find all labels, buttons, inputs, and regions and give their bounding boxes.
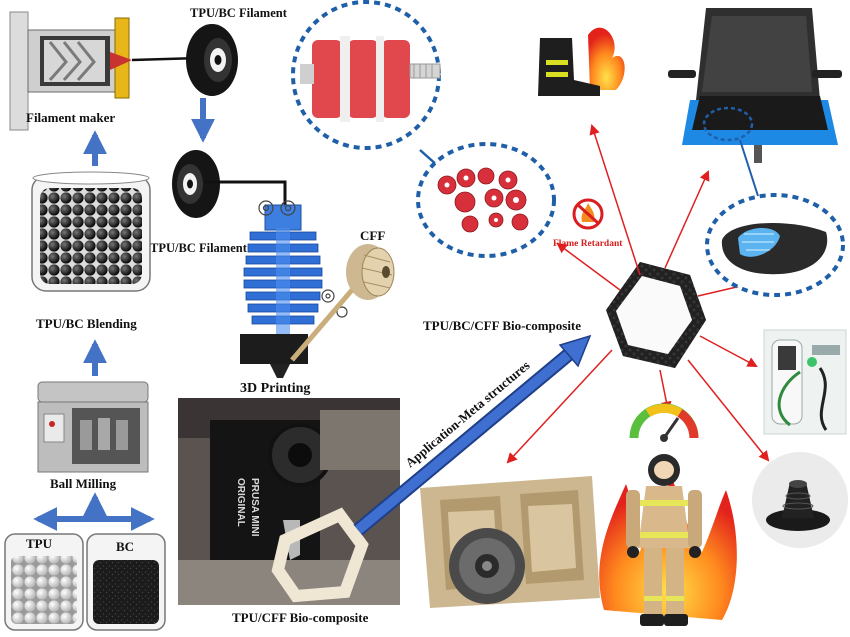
bc-jar-icon xyxy=(86,533,166,631)
printer-model-label: PRUSA MINI xyxy=(249,478,260,537)
zoom-connector xyxy=(739,139,759,197)
ev-charger-icon xyxy=(763,329,847,435)
flame-retardant-label: Flame Retardant xyxy=(553,239,623,249)
printer-photo: ORIGINAL PRUSA MINI xyxy=(178,398,400,605)
split-arrow xyxy=(33,492,155,531)
filament-spool-icon xyxy=(186,24,238,96)
tpu-label: TPU xyxy=(26,536,53,551)
firefighter-icon xyxy=(599,454,737,626)
3d-printing-label: 3D Printing xyxy=(240,381,310,396)
application-links xyxy=(506,124,770,464)
tpu-bc-filament-mid-label: TPU/BC Filament xyxy=(150,241,248,255)
fire-boot-icon xyxy=(538,27,625,96)
hotend-nozzle-icon xyxy=(240,204,323,378)
filament-spool-icon xyxy=(172,150,287,218)
application-arrow xyxy=(353,334,592,536)
gear-icon xyxy=(258,200,348,318)
filament-extruder-icon xyxy=(9,11,201,131)
printer-brand-label: ORIGINAL xyxy=(235,478,246,527)
gel-cushion-icon xyxy=(705,193,845,297)
bc-label: BC xyxy=(116,539,134,554)
tpu-cff-biocomposite-label: TPU/CFF Bio-composite xyxy=(232,610,369,625)
rubber-boot-seal-icon xyxy=(752,452,848,548)
application-meta-label: Application-Meta structures xyxy=(402,358,532,471)
clutch-plate-icon xyxy=(420,476,600,608)
cff-label: CFF xyxy=(360,228,385,243)
ball-mill-icon xyxy=(37,381,149,473)
tpu-bc-filament-top-label: TPU/BC Filament xyxy=(190,6,288,20)
rubber-parts-icon xyxy=(416,142,556,258)
filament-maker-label: Filament maker xyxy=(26,110,115,125)
no-fire-icon xyxy=(572,198,604,230)
fiber-spool-icon xyxy=(290,244,395,362)
rubber-damper-icon xyxy=(291,0,441,150)
tpu-bc-cff-biocomposite-label: TPU/BC/CFF Bio-composite xyxy=(423,318,581,333)
ball-milling-label: Ball Milling xyxy=(50,476,117,491)
office-chair-icon xyxy=(668,8,842,163)
hexagon-part-icon xyxy=(606,262,706,368)
tpu-jar-icon xyxy=(4,533,84,631)
glass-jar-icon xyxy=(31,171,151,292)
gauge-icon xyxy=(629,403,699,442)
tpu-bc-blending-label: TPU/BC Blending xyxy=(36,316,137,331)
